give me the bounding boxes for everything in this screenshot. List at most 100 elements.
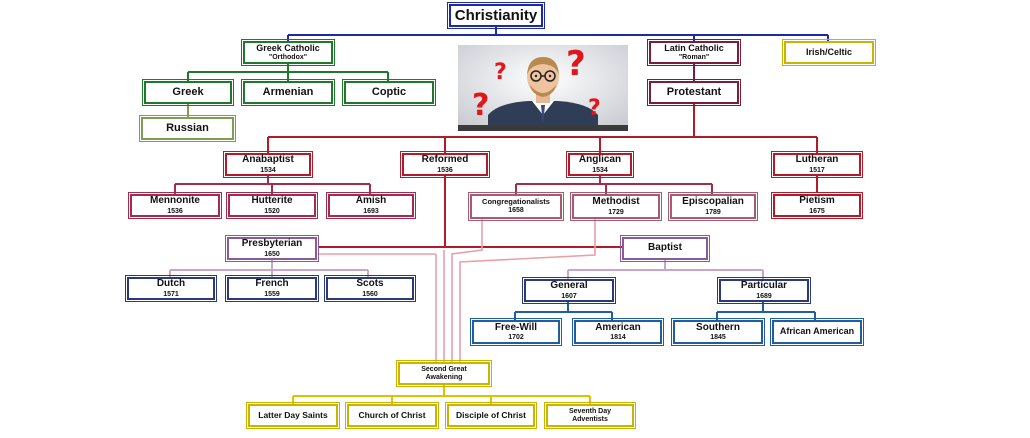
node-particular: Particular 1689 (717, 277, 811, 304)
node-title: Church of Christ (358, 410, 426, 421)
node-congregationalists: Congregationalists 1658 (468, 192, 564, 221)
node-title: Greek Catholic (256, 43, 320, 54)
node-year: 1693 (363, 207, 379, 215)
node-year: 1814 (610, 334, 626, 342)
svg-text:?: ? (494, 60, 507, 85)
node-southern: Southern 1845 (671, 318, 765, 346)
node-year: 1560 (362, 290, 378, 298)
node-title: Second Great (421, 366, 467, 374)
node-title: Congregationalists (482, 197, 550, 207)
node-anabaptist: Anabaptist 1534 (223, 151, 313, 178)
node-year: 1520 (264, 207, 280, 215)
node-pietism: Pietism 1675 (771, 192, 863, 219)
svg-text:?: ? (588, 96, 601, 121)
node-title: Baptist (648, 242, 682, 254)
baptist-connectors (567, 260, 764, 279)
node-irish-celtic: Irish/Celtic (782, 39, 876, 66)
node-anglican: Anglican 1534 (566, 151, 634, 178)
node-title: French (255, 278, 289, 290)
node-title: Anglican (578, 154, 622, 166)
node-title: Latter Day Saints (258, 410, 328, 421)
node-year: 1607 (561, 292, 577, 300)
node-year: 1675 (809, 207, 825, 215)
node-year: 1729 (608, 208, 624, 216)
node-latin-catholic: Latin Catholic "Roman" (647, 39, 741, 66)
node-year: 1702 (508, 334, 524, 342)
node-african-american: African American (770, 318, 864, 346)
node-year: 1789 (705, 208, 721, 216)
node-title: Greek (172, 85, 204, 98)
node-american: American 1814 (572, 318, 664, 346)
awakening-feeder-lines (318, 219, 596, 362)
node-presbyterian: Presbyterian 1650 (225, 235, 319, 262)
node-year: 1689 (756, 292, 772, 300)
node-mennonite: Mennonite 1536 (128, 192, 222, 219)
presbyterian-connectors (169, 260, 369, 277)
node-title: General (550, 280, 588, 292)
christianity-connectors (287, 27, 829, 41)
protestant-connectors (267, 104, 818, 248)
node-title: Anabaptist (242, 154, 294, 166)
node-title: Seventh Day (568, 408, 612, 416)
baptist-branch-connectors (514, 302, 816, 320)
node-title: Lutheran (795, 154, 839, 166)
node-amish: Amish 1693 (326, 192, 416, 219)
node-title: Particular (740, 280, 788, 292)
node-title: Russian (166, 121, 209, 134)
node-church-of-christ: Church of Christ (345, 402, 439, 429)
node-hutterite: Hutterite 1520 (226, 192, 318, 219)
node-title: Dutch (156, 278, 186, 290)
node-title: Methodist (592, 196, 640, 208)
node-title: Disciple of Christ (456, 410, 526, 421)
node-reformed: Reformed 1536 (400, 151, 490, 178)
node-year: 1571 (163, 290, 179, 298)
node-scots: Scots 1560 (324, 275, 416, 302)
node-year: 1845 (710, 334, 726, 342)
node-year: 1517 (809, 166, 825, 174)
node-title: Mennonite (150, 195, 200, 207)
node-title: Amish (355, 195, 387, 207)
node-title: Presbyterian (241, 238, 303, 250)
node-title-line2: Adventists (572, 415, 608, 423)
node-title: Hutterite (251, 195, 293, 207)
node-year: 1559 (264, 290, 280, 298)
node-general: General 1607 (522, 277, 616, 304)
node-methodist: Methodist 1729 (570, 192, 662, 221)
node-greek: Greek (142, 79, 234, 106)
node-title: Latin Catholic (664, 43, 724, 54)
node-subtitle: "Orthodox" (268, 53, 308, 61)
anabaptist-connectors (174, 176, 371, 194)
node-title: Reformed (421, 154, 469, 166)
node-title: Southern (696, 321, 740, 333)
node-armenian: Armenian (241, 79, 335, 106)
node-title: American (595, 321, 641, 333)
svg-text:?: ? (472, 88, 489, 123)
node-second-great-awakening: Second Great Awakening (396, 360, 492, 387)
node-year: 1536 (167, 207, 183, 215)
node-year: 1536 (437, 166, 453, 174)
node-subtitle: "Roman" (678, 53, 710, 61)
node-year: 1658 (508, 207, 524, 215)
node-title: Coptic (371, 85, 407, 98)
awakening-connectors (292, 385, 591, 404)
node-title: Scots (356, 278, 384, 290)
node-title: Irish/Celtic (805, 46, 852, 57)
confused-man-with-question-marks-icon: ? ? ? ? (458, 45, 628, 131)
svg-text:?: ? (566, 45, 586, 84)
node-title: Protestant (666, 85, 722, 98)
node-french: French 1559 (225, 275, 319, 302)
node-baptist: Baptist (620, 235, 710, 262)
node-title: Christianity (454, 6, 538, 24)
node-year: 1534 (592, 166, 608, 174)
node-disciple-of-christ: Disciple of Christ (445, 402, 537, 429)
node-free-will: Free-Will 1702 (470, 318, 562, 346)
node-episcopalian: Episcopalian 1789 (668, 192, 758, 221)
node-year: 1650 (264, 250, 280, 258)
node-title: Armenian (262, 85, 314, 98)
node-title: Free-Will (494, 321, 538, 333)
node-protestant: Protestant (647, 79, 741, 106)
node-title: Pietism (799, 195, 835, 207)
node-year: 1534 (260, 166, 276, 174)
node-lutheran: Lutheran 1517 (771, 151, 863, 178)
